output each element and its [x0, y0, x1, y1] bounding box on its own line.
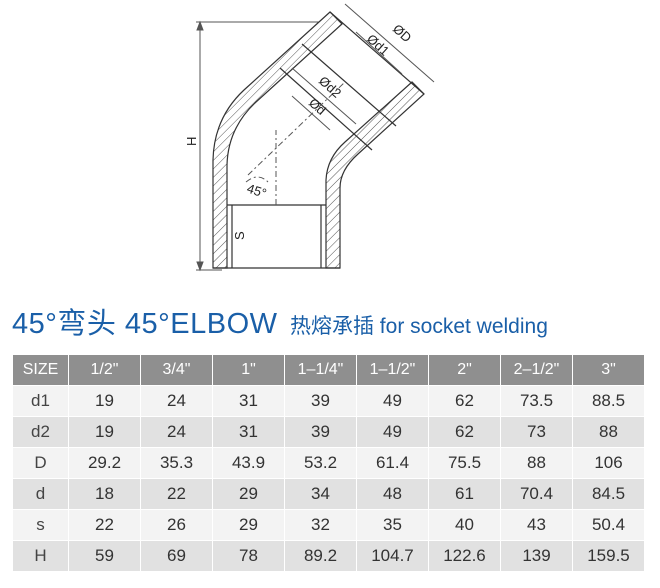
- table-cell: 29.2: [68, 447, 141, 479]
- top-socket: [279, 11, 425, 151]
- table-cell: 40: [428, 509, 501, 541]
- table-cell: 104.7: [356, 540, 429, 572]
- table-cell: 31: [212, 385, 285, 417]
- table-cell: 53.2: [284, 447, 357, 479]
- header-size-col: 1–1/2": [356, 354, 429, 386]
- label-Od: Ød: [306, 95, 329, 118]
- center-lines: [245, 81, 346, 205]
- table-cell: 61.4: [356, 447, 429, 479]
- page-title: 45°弯头 45°ELBOW: [12, 308, 278, 340]
- table-cell: 26: [140, 509, 213, 541]
- header-size-col: 1/2": [68, 354, 141, 386]
- height-dimension: [196, 20, 322, 272]
- elbow-left-wall: [212, 11, 343, 269]
- row-label: s: [12, 509, 69, 541]
- table-cell: 35.3: [140, 447, 213, 479]
- table-cell: 106: [572, 447, 645, 479]
- table-cell: 139: [500, 540, 573, 572]
- table-cell: 18: [68, 478, 141, 510]
- header-size: SIZE: [12, 354, 69, 386]
- diameter-dimensions: [291, 3, 435, 131]
- table-cell: 70.4: [500, 478, 573, 510]
- header-size-col: 1": [212, 354, 285, 386]
- table-cell: 43: [500, 509, 573, 541]
- label-OD: ØD: [390, 21, 415, 45]
- table-cell: 48: [356, 478, 429, 510]
- table-cell: 39: [284, 385, 357, 417]
- table-cell: 19: [68, 385, 141, 417]
- table-cell: 88.5: [572, 385, 645, 417]
- title-row: 45°弯头 45°ELBOW 热熔承插 for socket welding: [12, 300, 548, 340]
- table-cell: 32: [284, 509, 357, 541]
- table-cell: 29: [212, 478, 285, 510]
- label-angle: 45°: [245, 181, 268, 201]
- table-cell: 49: [356, 416, 429, 448]
- table-cell: 35: [356, 509, 429, 541]
- row-label: H: [12, 540, 69, 572]
- table-cell: 59: [68, 540, 141, 572]
- header-size-col: 1–1/4": [284, 354, 357, 386]
- label-H: H: [184, 137, 199, 146]
- table-cell: 39: [284, 416, 357, 448]
- table-cell: 84.5: [572, 478, 645, 510]
- elbow-right-wall: [325, 81, 425, 269]
- header-size-col: 3": [572, 354, 645, 386]
- table-cell: 75.5: [428, 447, 501, 479]
- row-label: d1: [12, 385, 69, 417]
- row-label: d: [12, 478, 69, 510]
- table-cell: 69: [140, 540, 213, 572]
- header-size-col: 2–1/2": [500, 354, 573, 386]
- table-cell: 29: [212, 509, 285, 541]
- table-cell: 88: [572, 416, 645, 448]
- table-cell: 159.5: [572, 540, 645, 572]
- row-label: d2: [12, 416, 69, 448]
- table-cell: 22: [68, 509, 141, 541]
- row-label: D: [12, 447, 69, 479]
- table-cell: 22: [140, 478, 213, 510]
- table-cell: 62: [428, 385, 501, 417]
- table-cell: 61: [428, 478, 501, 510]
- page-subtitle: 热熔承插 for socket welding: [289, 315, 548, 338]
- header-size-col: 3/4": [140, 354, 213, 386]
- table-cell: 73: [500, 416, 573, 448]
- label-Od1: Ød1: [364, 31, 392, 59]
- table-cell: 19: [68, 416, 141, 448]
- table-cell: 24: [140, 416, 213, 448]
- table-cell: 78: [212, 540, 285, 572]
- header-size-col: 2": [428, 354, 501, 386]
- table-cell: 50.4: [572, 509, 645, 541]
- table-cell: 89.2: [284, 540, 357, 572]
- elbow-technical-drawing: ØD Ød1 Ød2 Ød H S 45°: [184, 3, 435, 272]
- table-cell: 88: [500, 447, 573, 479]
- table-cell: 73.5: [500, 385, 573, 417]
- table-cell: 34: [284, 478, 357, 510]
- table-cell: 43.9: [212, 447, 285, 479]
- table-cell: 49: [356, 385, 429, 417]
- table-cell: 31: [212, 416, 285, 448]
- table-cell: 122.6: [428, 540, 501, 572]
- label-S: S: [232, 231, 247, 240]
- table-cell: 24: [140, 385, 213, 417]
- table-cell: 62: [428, 416, 501, 448]
